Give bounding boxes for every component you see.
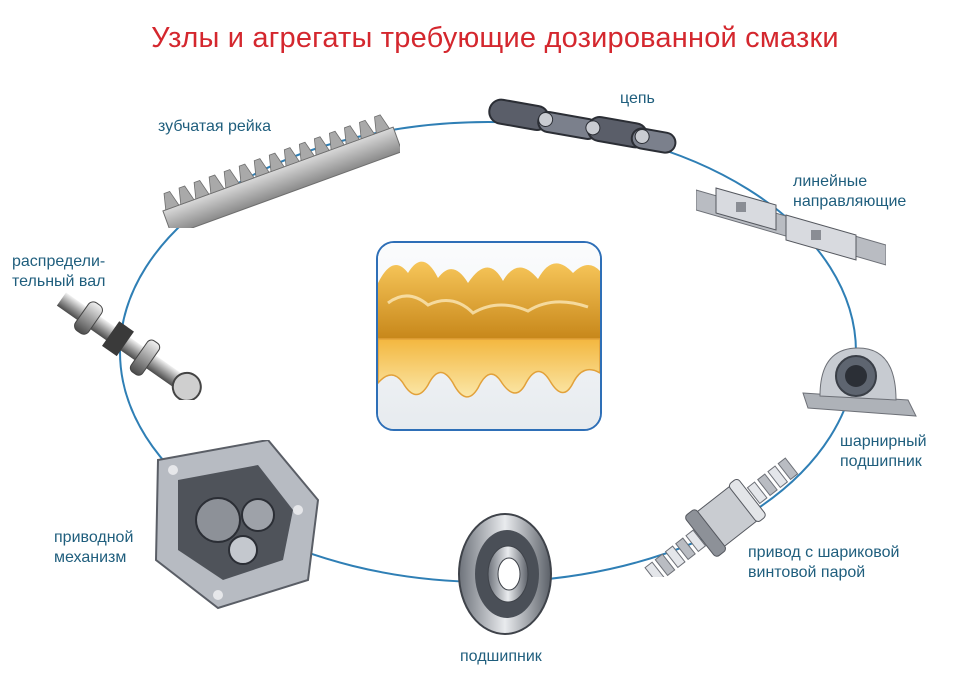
rack-tooth (253, 158, 270, 178)
rack-tooth (328, 130, 345, 151)
rack-tooth (344, 125, 360, 145)
chain-icon (488, 98, 677, 154)
label-linear-guides: линейные направляющие (793, 173, 907, 210)
pillow-block-bearing-icon (802, 347, 917, 417)
rack-tooth (313, 136, 330, 156)
rack-tooth (374, 114, 391, 134)
page-title: Узлы и агрегаты требующие дозированной с… (151, 22, 839, 54)
rack-tooth (359, 119, 375, 140)
rack-tooth (298, 141, 315, 162)
rack-tooth (178, 185, 195, 205)
screw-thread (644, 561, 666, 577)
screw-thread (675, 537, 696, 561)
grease-panel (376, 241, 602, 431)
ball-screw-icon (644, 457, 799, 577)
label-pillow-block: шарнирный подшипник (840, 433, 927, 470)
screw-thread (757, 473, 778, 497)
screw-thread (746, 481, 768, 505)
linear-guide-icon (696, 187, 886, 266)
grease-icon (378, 243, 600, 429)
label-chain: цепь (620, 90, 655, 107)
screw-thread (685, 529, 707, 553)
screw-thread (777, 457, 799, 481)
gear-rack-icon (162, 114, 400, 228)
rack-tooth (238, 163, 255, 184)
label-gearbox: приводной механизм (54, 529, 134, 566)
screw-thread (767, 465, 789, 489)
rack-tooth (163, 190, 180, 211)
rack-tooth (283, 147, 300, 167)
label-ball-screw: привод с шариковой винтовой парой (748, 544, 900, 581)
rack-tooth (193, 180, 210, 200)
rack-tooth (223, 169, 240, 189)
rack-tooth (208, 174, 225, 195)
label-camshaft: распредели- тельный вал (12, 253, 106, 290)
gearbox-icon (154, 440, 320, 610)
rack-tooth (268, 152, 285, 173)
label-rack: зубчатая рейка (158, 118, 271, 135)
ball-bearing-icon (458, 513, 552, 635)
label-bearing: подшипник (460, 648, 542, 665)
screw-thread (654, 553, 676, 577)
camshaft-icon (56, 292, 202, 400)
screw-thread (664, 545, 686, 569)
